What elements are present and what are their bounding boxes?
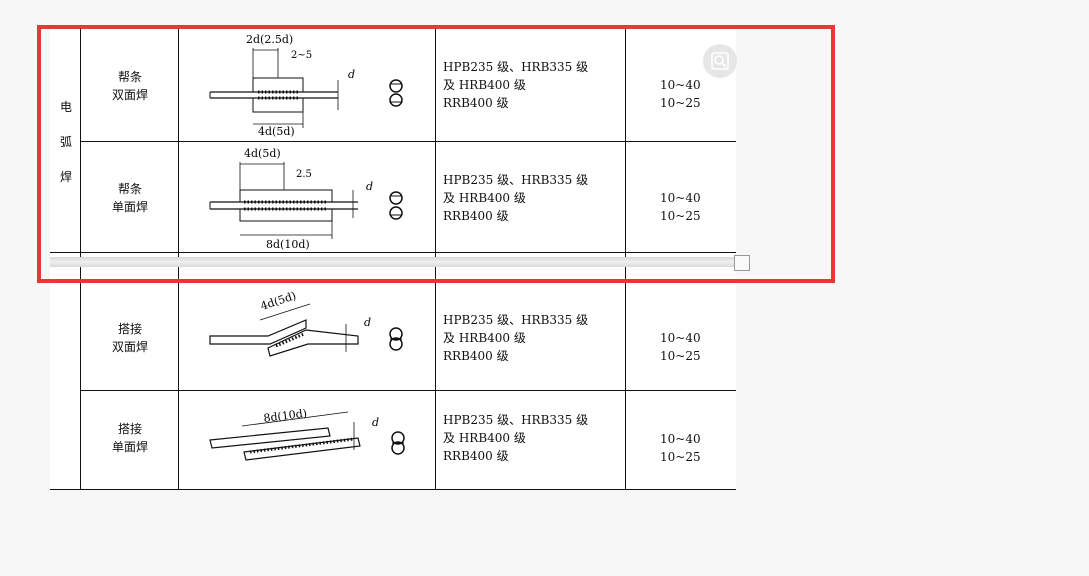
category-char: 电	[59, 100, 72, 114]
dim-label: d	[366, 180, 373, 193]
diameter-range: 10~25	[660, 349, 701, 363]
category-char: 弧	[59, 135, 72, 149]
weld-type-label: 单面焊	[111, 440, 148, 454]
steel-grade-text: RRB400 级	[443, 209, 509, 223]
diameter-range: 10~25	[660, 209, 701, 223]
dim-label: 8d(10d)	[266, 238, 310, 251]
row-line	[80, 141, 736, 142]
diameter-range: 10~25	[660, 450, 701, 464]
dim-label: d	[364, 316, 371, 329]
selection-highlight[interactable]	[37, 25, 835, 283]
row-line	[80, 390, 736, 391]
weld-type-label: 搭接	[117, 322, 142, 336]
steel-grade-text: 及 HRB400 级	[443, 191, 526, 205]
dim-label: 4d(5d)	[244, 147, 281, 160]
diameter-range: 10~40	[660, 432, 701, 446]
weld-type-label: 帮条	[117, 182, 142, 196]
diameter-range: 10~40	[660, 78, 701, 92]
steel-grade-text: 及 HRB400 级	[443, 78, 526, 92]
steel-grade-text: HPB235 级、HRB335 级	[443, 60, 589, 74]
diameter-range: 10~40	[660, 191, 701, 205]
steel-grade-text: HPB235 级、HRB335 级	[443, 313, 589, 327]
weld-diagram: 8d(10d) d	[209, 407, 405, 461]
steel-grade-text: RRB400 级	[443, 96, 509, 110]
row-line	[50, 489, 736, 490]
dim-label: d	[372, 416, 379, 429]
page-break-separator	[50, 257, 736, 267]
steel-grade-text: 及 HRB400 级	[443, 431, 526, 445]
dim-label: 2d(2.5d)	[246, 33, 293, 46]
weld-type-label: 搭接	[117, 422, 142, 436]
category-char: 焊	[59, 170, 72, 184]
weld-diagram: 4d(5d) 2.5 8d(10d) d	[209, 147, 403, 251]
steel-grade-text: 及 HRB400 级	[443, 331, 526, 345]
zoom-search-icon	[711, 52, 729, 70]
steel-grade-text: HPB235 级、HRB335 级	[443, 173, 589, 187]
zoom-search-icon[interactable]	[703, 44, 737, 78]
diameter-range: 10~25	[660, 96, 701, 110]
dim-label: 2~5	[291, 50, 312, 61]
weld-diagram: 4d(5d) d	[209, 290, 403, 357]
diameter-range: 10~40	[660, 331, 701, 345]
steel-grade-text: RRB400 级	[443, 349, 509, 363]
dim-label: 8d(10d)	[263, 407, 308, 425]
weld-type-label: 双面焊	[111, 340, 148, 354]
row-line	[50, 252, 736, 253]
steel-grade-text: RRB400 级	[443, 449, 509, 463]
document-page: 电 弧 焊 帮条 双面焊 2d(2.5d) 2~5 4d(5d) d	[50, 28, 736, 490]
weld-type-label: 帮条	[117, 70, 142, 84]
dim-label: 2.5	[296, 169, 312, 180]
weld-diagram: 2d(2.5d) 2~5 4d(5d) d	[209, 33, 403, 138]
dim-label: 4d(5d)	[258, 125, 295, 138]
dim-label: d	[348, 68, 355, 81]
weld-type-label: 双面焊	[111, 88, 148, 102]
weld-type-label: 单面焊	[111, 200, 148, 214]
steel-grade-text: HPB235 级、HRB335 级	[443, 413, 589, 427]
scroll-handle[interactable]	[734, 255, 750, 271]
